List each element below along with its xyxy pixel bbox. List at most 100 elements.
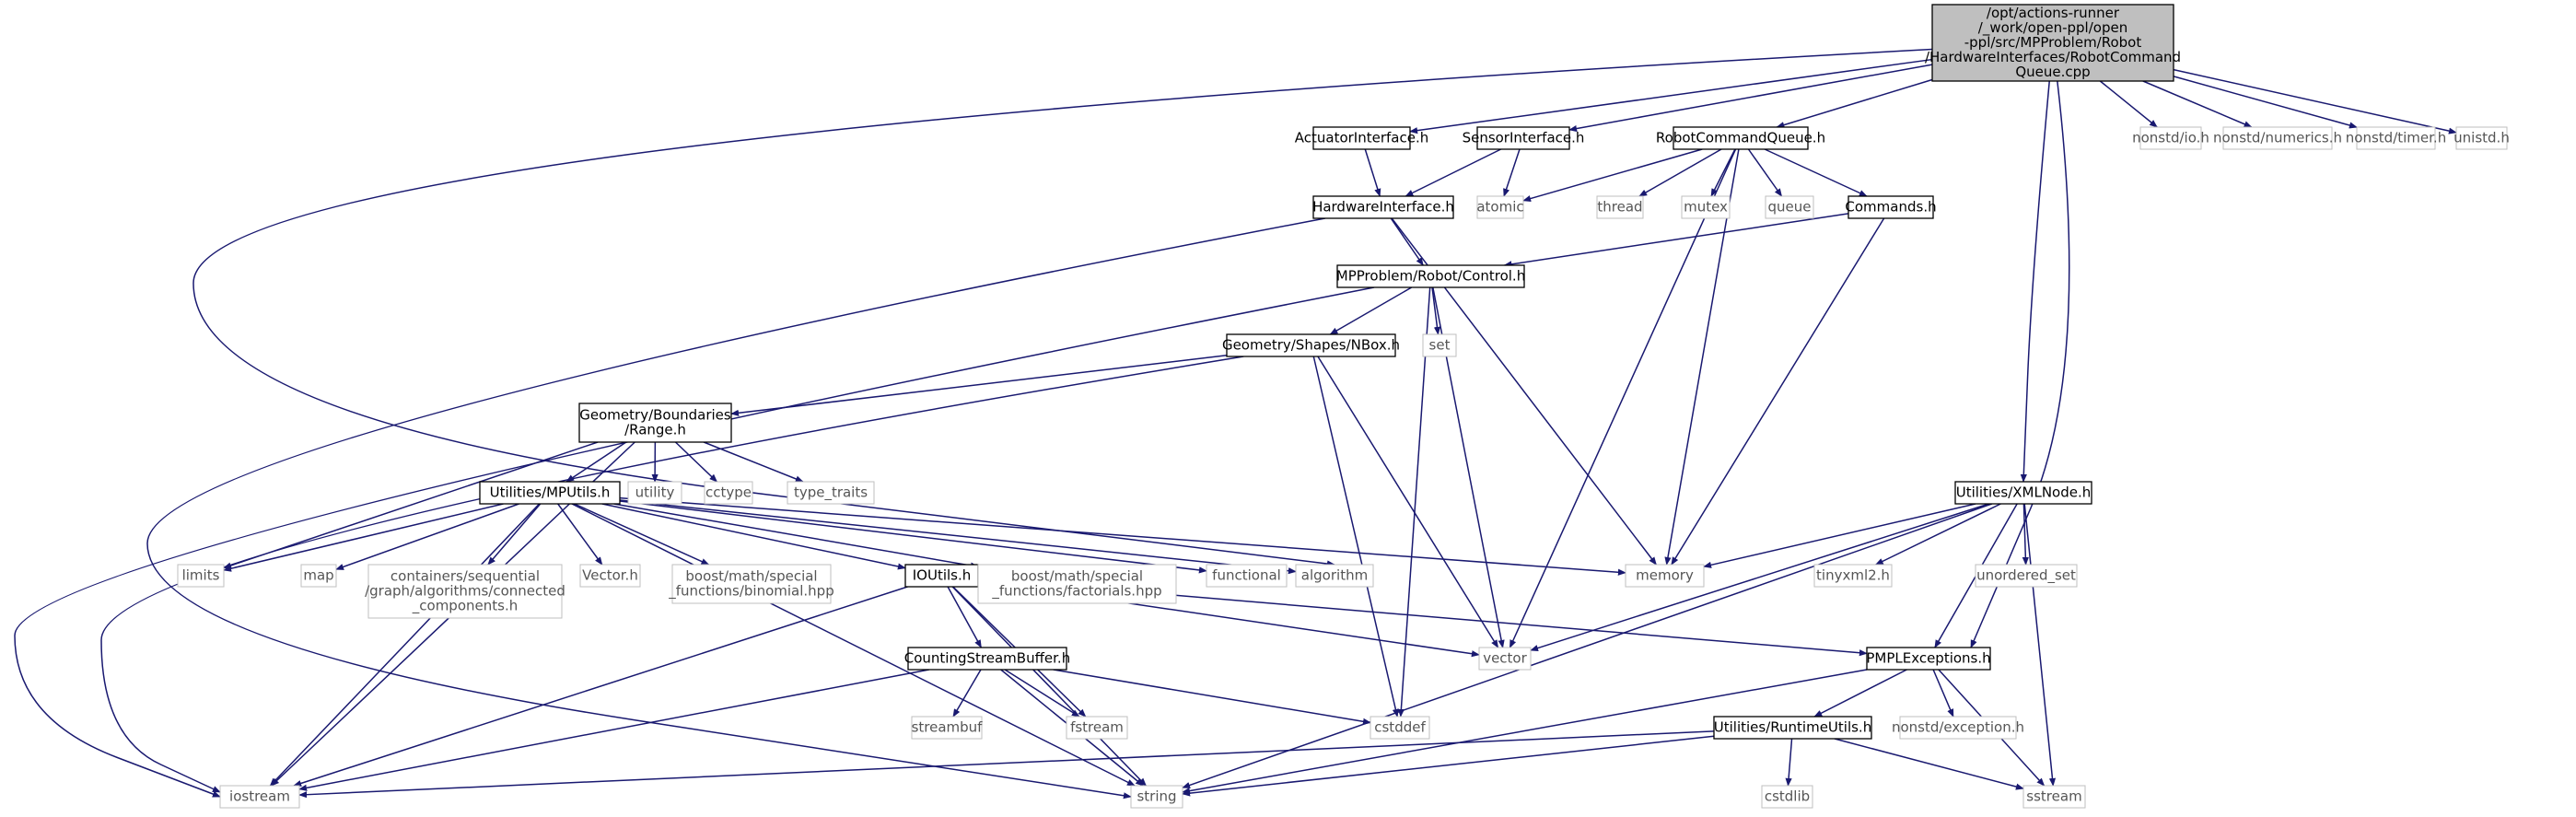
edge-range-to-cctype xyxy=(674,441,718,483)
edge-nbox-to-vector xyxy=(1317,356,1499,648)
node-ioutils-label-line: IOUtils.h xyxy=(913,566,972,583)
node-streambuf-box xyxy=(911,716,983,740)
node-pmplexc[interactable]: PMPLExceptions.h xyxy=(1866,647,1991,671)
node-memory-box xyxy=(1625,564,1705,588)
node-factorials: boost/math/special_functions/factorials.… xyxy=(977,564,1177,604)
node-streambuf: streambuf xyxy=(911,716,983,740)
node-mputils-box xyxy=(479,481,621,505)
edge-root-to-unistd xyxy=(2173,68,2457,134)
node-nio: nonstd/io.h xyxy=(2132,126,2209,150)
edge-xmlnode-to-vector xyxy=(1530,503,1989,652)
node-binomial-label-line: boost/math/special xyxy=(685,567,817,584)
node-actuator[interactable]: ActuatorInterface.h xyxy=(1295,126,1428,150)
node-hw[interactable]: HardwareInterface.h xyxy=(1312,195,1454,219)
node-cc-label-line: _components.h xyxy=(412,597,518,614)
node-limits-label-line: limits xyxy=(182,566,220,583)
node-set-box xyxy=(1422,333,1457,357)
node-range-box xyxy=(578,403,732,443)
edge-rcq-to-vector xyxy=(1509,148,1737,648)
node-cstddef-box xyxy=(1370,716,1430,740)
node-queue-box xyxy=(1765,195,1814,219)
node-vector-box xyxy=(1478,647,1532,671)
node-sstream: sstream xyxy=(2022,785,2086,809)
node-actuator-label-line: ActuatorInterface.h xyxy=(1295,129,1428,146)
node-nnum: nonstd/numerics.h xyxy=(2213,126,2342,150)
edge-commands-to-memory xyxy=(1671,217,1885,566)
node-thread: thread xyxy=(1596,195,1644,219)
node-ioutils[interactable]: IOUtils.h xyxy=(904,564,979,588)
node-sstream-label-line: sstream xyxy=(2026,788,2081,804)
node-csb-label-line: CountingStreamBuffer.h xyxy=(904,649,1070,666)
node-control[interactable]: MPProblem/Robot/Control.h xyxy=(1336,264,1525,288)
node-fstream: fstream xyxy=(1066,716,1128,740)
edge-control-to-set xyxy=(1431,286,1441,335)
node-xmlnode-box xyxy=(1954,481,2092,505)
node-root-label-line: /opt/actions-runner xyxy=(1987,5,2120,21)
node-typetraits-box xyxy=(787,481,875,505)
edge-hw-to-control xyxy=(1390,217,1424,266)
node-runtime-box xyxy=(1713,716,1872,740)
edge-pmplexc-to-string xyxy=(1182,669,1868,795)
node-sstream-box xyxy=(2022,785,2086,809)
edge-root-to-algorithm xyxy=(192,48,1933,567)
node-commands-label-line: Commands.h xyxy=(1845,198,1936,215)
edge-mputils-to-algorithm xyxy=(619,499,1297,575)
edge-control-to-cstddef xyxy=(1397,286,1431,718)
node-nbox[interactable]: Geometry/Shapes/NBox.h xyxy=(1222,333,1400,357)
node-range[interactable]: Geometry/Boundaries/Range.h xyxy=(578,403,732,443)
node-tinyxml-box xyxy=(1813,564,1893,588)
node-uset-label-line: unordered_set xyxy=(1976,566,2076,584)
node-uset-box xyxy=(1975,564,2078,588)
node-control-label-line: MPProblem/Robot/Control.h xyxy=(1336,267,1525,284)
node-mutex-box xyxy=(1681,195,1731,219)
node-control-box xyxy=(1336,264,1525,288)
node-cstdlib-box xyxy=(1761,785,1813,809)
node-string-label-line: string xyxy=(1136,788,1176,804)
node-nexc-box xyxy=(1899,716,2017,740)
node-cstdlib: cstdlib xyxy=(1761,785,1813,809)
edge-pmplexc-to-nexc xyxy=(1932,669,1954,718)
node-string-box xyxy=(1130,785,1183,809)
node-nexc: nonstd/exception.h xyxy=(1892,716,2024,740)
node-queue-label-line: queue xyxy=(1768,198,1812,215)
node-unistd: unistd.h xyxy=(2454,126,2510,150)
node-sensor[interactable]: SensorInterface.h xyxy=(1463,126,1585,150)
node-runtime[interactable]: Utilities/RuntimeUtils.h xyxy=(1713,716,1872,740)
node-map: map xyxy=(300,564,337,588)
node-ntimer: nonstd/timer.h xyxy=(2346,126,2446,150)
node-xmlnode[interactable]: Utilities/XMLNode.h xyxy=(1954,481,2092,505)
edge-mputils-to-map xyxy=(335,503,519,570)
node-tinyxml-label-line: tinyxml2.h xyxy=(1816,566,1890,583)
edge-control-to-nbox xyxy=(1329,286,1413,335)
node-factorials-label-line: _functions/factorials.hpp xyxy=(991,582,1161,600)
edge-sensor-to-hw xyxy=(1405,148,1502,197)
node-commands[interactable]: Commands.h xyxy=(1845,195,1937,219)
node-fstream-box xyxy=(1066,716,1128,740)
edge-root-to-sensor xyxy=(1568,64,1933,133)
node-iostream-label-line: iostream xyxy=(229,788,290,804)
node-limits-box xyxy=(177,564,225,588)
node-rcq[interactable]: RobotCommandQueue.h xyxy=(1656,126,1825,150)
edge-mputils-to-limits xyxy=(223,503,504,572)
node-root[interactable]: /opt/actions-runner/_work/open-ppl/open-… xyxy=(1925,4,2181,82)
node-root-label-line: -ppl/src/MPProblem/Robot xyxy=(1964,34,2142,51)
node-hw-box xyxy=(1312,195,1454,219)
node-cstdlib-label-line: cstdlib xyxy=(1765,788,1810,804)
node-sensor-box xyxy=(1476,126,1570,150)
edge-ioutils-to-csb xyxy=(947,586,983,648)
node-atomic-label-line: atomic xyxy=(1476,198,1523,215)
node-set-label-line: set xyxy=(1429,336,1451,353)
node-iostream-box xyxy=(219,785,300,809)
node-unistd-label-line: unistd.h xyxy=(2454,129,2510,146)
node-utility: utility xyxy=(627,481,682,505)
node-memory-label-line: memory xyxy=(1636,566,1694,583)
edge-csb-to-fstream xyxy=(1004,669,1080,718)
node-iostream: iostream xyxy=(219,785,300,809)
node-range-label-line: /Range.h xyxy=(624,421,686,438)
node-csb[interactable]: CountingStreamBuffer.h xyxy=(904,647,1070,671)
node-tinyxml: tinyxml2.h xyxy=(1813,564,1893,588)
edge-csb-to-streambuf xyxy=(952,669,982,718)
node-mputils[interactable]: Utilities/MPUtils.h xyxy=(479,481,621,505)
edge-root-to-rcq xyxy=(1776,78,1933,129)
